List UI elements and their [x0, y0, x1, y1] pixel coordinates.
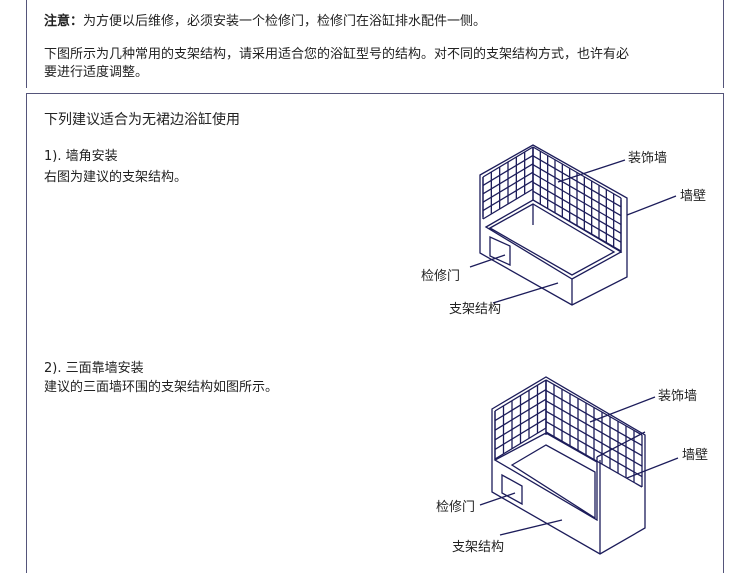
grid-line: [482, 171, 534, 203]
grid-line: [494, 398, 547, 431]
section-box-top-border: [26, 93, 724, 94]
grid-line: [494, 417, 547, 450]
grid-line: [532, 164, 622, 217]
grid-line: [482, 154, 534, 186]
notice-box-right-border: [723, 0, 724, 88]
grid-line: [545, 431, 643, 488]
grid-line: [532, 172, 622, 226]
item-2-description: 建议的三面墙环围的支架结构如图所示。: [44, 380, 279, 395]
tub-rim: [493, 432, 598, 522]
tile-grid: [482, 146, 622, 252]
frame-outline: [491, 376, 646, 555]
grid-line: [532, 190, 622, 243]
label-wall: 墙壁: [680, 189, 706, 204]
grid-line: [494, 408, 547, 441]
grid-line: [482, 188, 534, 220]
item-2-heading: 2). 三面靠墙安装: [44, 360, 144, 378]
diagram-corner-install: 装饰墙 墙壁 检修门 支架结构: [421, 144, 706, 317]
section-box-left-border: [26, 93, 27, 573]
wall-inner-edge: [494, 380, 547, 460]
notice-text: 注意：为方便以后维修，必须安装一个检修门，检修门在浴缸排水配件一侧。: [44, 13, 486, 31]
grid-line: [494, 389, 547, 422]
grid-line: [545, 410, 643, 467]
tile-grid: [494, 379, 643, 488]
grid-line: [494, 427, 547, 460]
grid-line: [482, 163, 534, 195]
section-title: 下列建议适合为无裙边浴缸使用: [44, 112, 240, 128]
label-frame: 支架结构: [449, 302, 501, 317]
item-2-heading-text: 三面靠墙安装: [65, 361, 144, 376]
grid-line: [545, 389, 643, 446]
diagram-three-wall-install: 装饰墙 墙壁 检修门 支架结构: [436, 376, 708, 555]
intro-line-1: 下图所示为几种常用的支架结构，请采用适合您的浴缸型号的结构。对不同的支架结构方式…: [44, 47, 630, 62]
grid-line: [482, 180, 534, 212]
access-door: [489, 235, 511, 267]
item-1-heading-text: 墙角安装: [65, 149, 118, 164]
leader-lines: [479, 396, 679, 536]
grid-line: [532, 155, 622, 208]
notice-label: 注意：: [44, 14, 84, 29]
access-door: [501, 473, 523, 506]
right-wall: [596, 431, 646, 554]
intro-line-2: 要进行适度调整。: [44, 65, 149, 80]
notice-box-left-border: [26, 0, 27, 88]
grid-line: [532, 146, 622, 199]
front-edge: [532, 204, 573, 305]
item-1-heading: 1). 墙角安装: [44, 148, 118, 166]
frame-outline: [479, 144, 628, 306]
notice-body: 为方便以后维修，必须安装一个检修门，检修门在浴缸排水配件一侧。: [83, 14, 487, 29]
wall-inner-edge: [482, 147, 622, 253]
label-access-door: 检修门: [421, 269, 460, 284]
label-wall: 墙壁: [682, 448, 708, 463]
label-tile-wall: 装饰墙: [628, 151, 667, 166]
grid-line: [482, 146, 534, 178]
item-1-number: 1).: [44, 149, 62, 164]
grid-line: [532, 181, 622, 234]
label-frame: 支架结构: [452, 540, 504, 555]
label-access-door: 检修门: [436, 500, 475, 515]
label-tile-wall: 装饰墙: [658, 389, 697, 404]
grid-line: [545, 421, 643, 478]
grid-line: [545, 379, 643, 436]
grid-line: [545, 400, 643, 457]
item-2-number: 2).: [44, 361, 62, 376]
grid-line: [494, 379, 547, 412]
tub-rim: [484, 199, 623, 280]
section-box-right-border: [723, 93, 724, 573]
item-1-description: 右图为建议的支架结构。: [44, 170, 188, 185]
leader-lines: [469, 159, 677, 304]
